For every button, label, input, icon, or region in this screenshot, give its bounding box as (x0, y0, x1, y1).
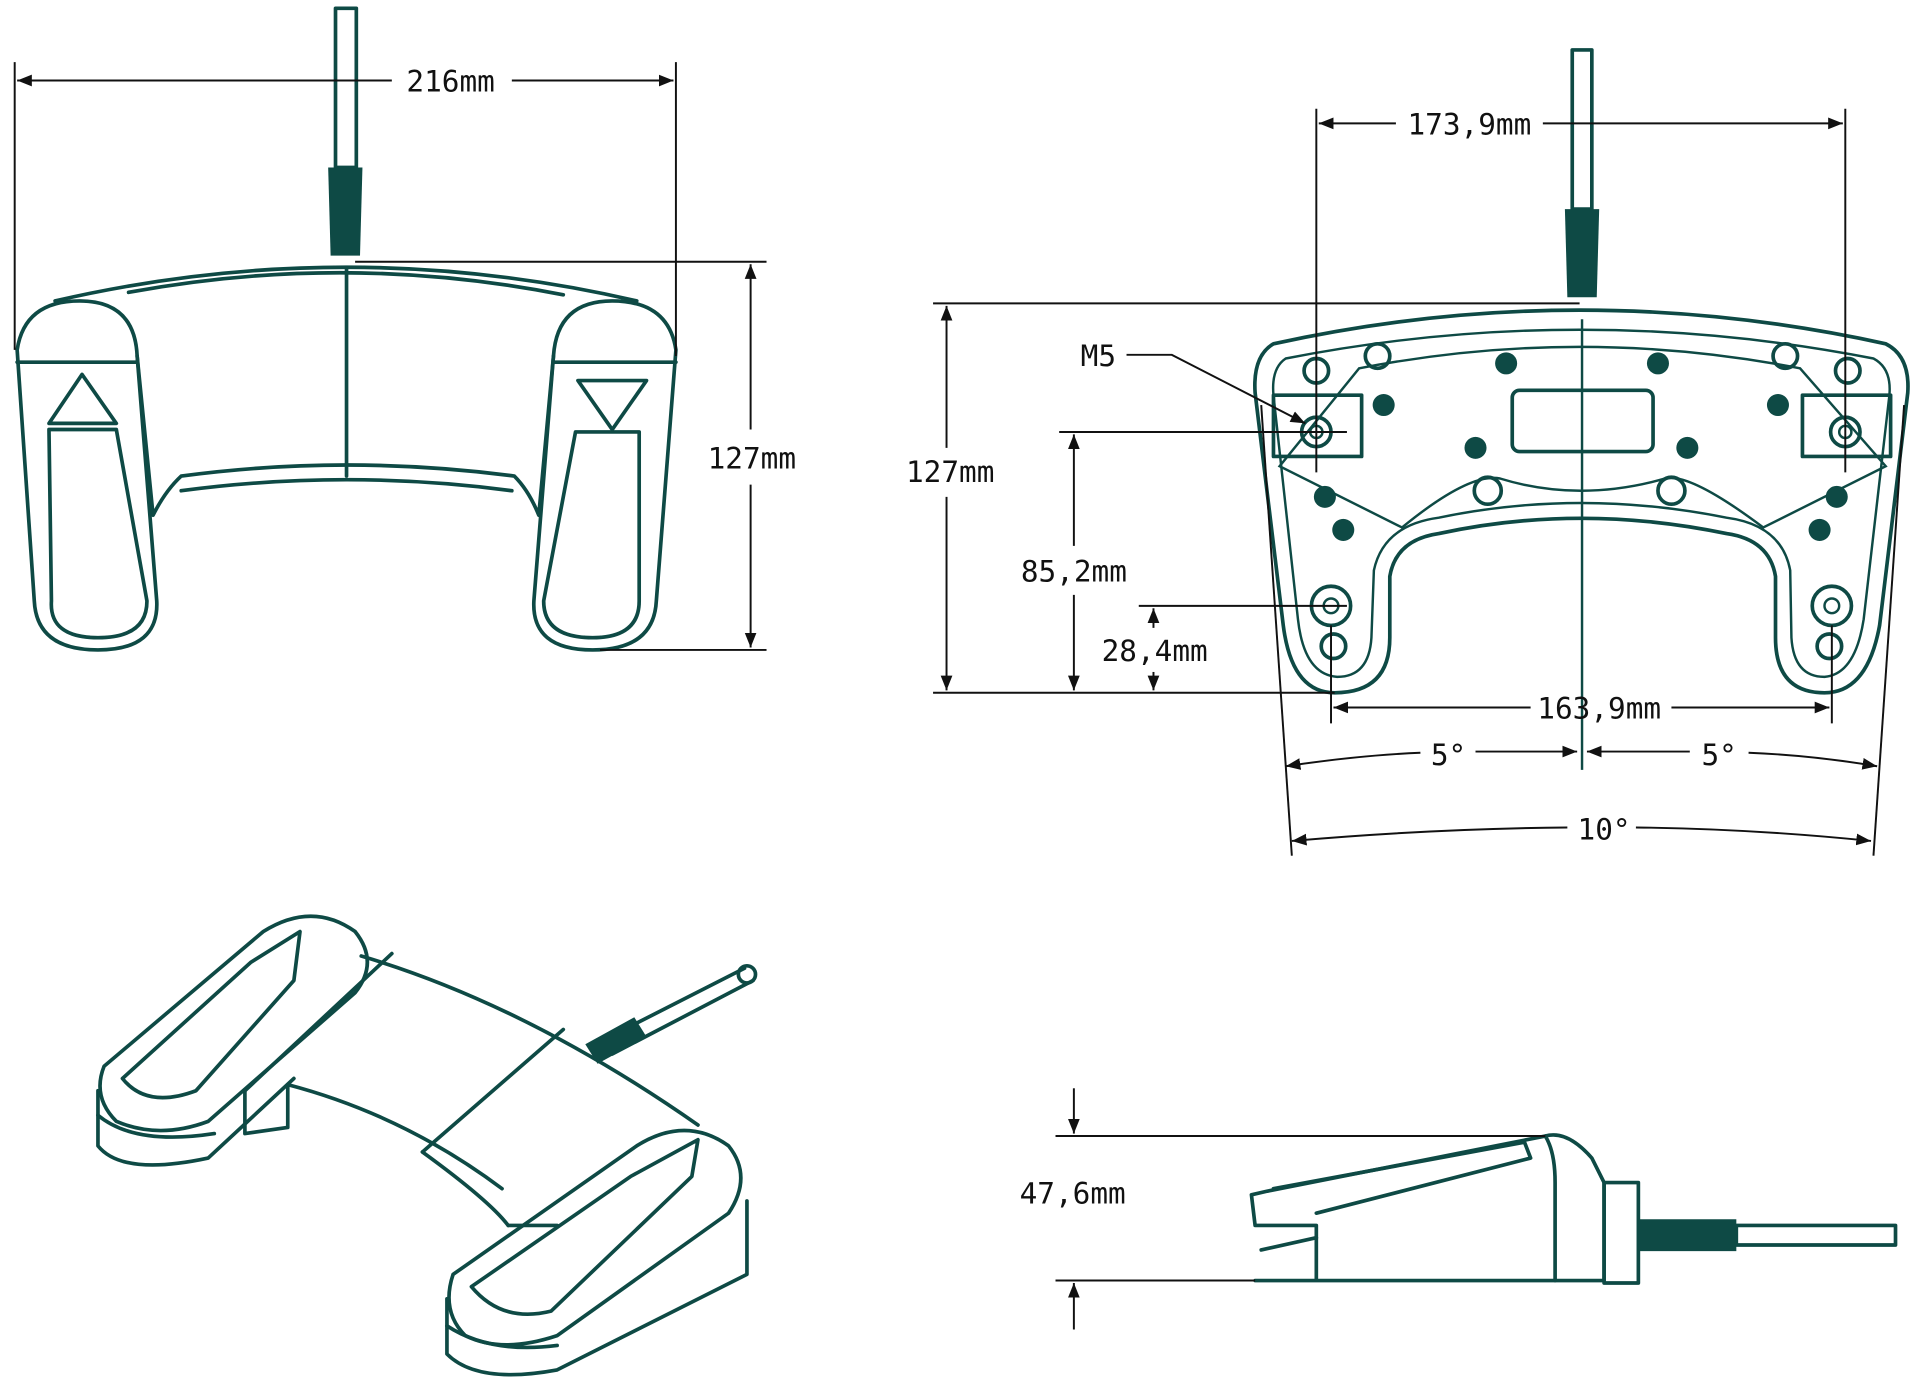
angle-left-label: 5° (1431, 738, 1466, 772)
cable (333, 6, 359, 170)
isometric-view (96, 914, 758, 1377)
cable-strain-relief (328, 167, 363, 256)
iso-right-pedal (447, 1128, 743, 1347)
depth-dimension-label: 127mm (708, 442, 796, 476)
hole-height-label: 85,2mm (1021, 554, 1127, 588)
thread-label: M5 (1081, 339, 1116, 373)
lower-hole-height-label: 28,4mm (1102, 634, 1208, 668)
angle-total-label: 10° (1578, 813, 1631, 847)
angle-right-label: 5° (1701, 738, 1736, 772)
mounting-points (1313, 352, 1848, 541)
up-arrow-icon (47, 372, 119, 426)
right-pedal (532, 299, 678, 652)
front-view: 216mm 127mm (13, 6, 796, 652)
bottom-hole-spacing-label: 163,9mm (1537, 691, 1661, 725)
side-body (1249, 1133, 1606, 1283)
side-view: 47,6mm (1020, 1088, 1898, 1330)
iso-left-pedal (98, 914, 370, 1133)
bottom-view: 173,9mm M5 127mm 85,2mm 28,4mm 163,9mm 5… (906, 48, 1910, 856)
base-depth-label: 127mm (906, 455, 994, 489)
left-pedal (15, 299, 159, 652)
top-hole-spacing-label: 173,9mm (1407, 107, 1531, 141)
height-dimension-label: 47,6mm (1020, 1176, 1126, 1210)
width-dimension-label: 216mm (406, 65, 494, 99)
down-arrow-icon (576, 378, 649, 432)
